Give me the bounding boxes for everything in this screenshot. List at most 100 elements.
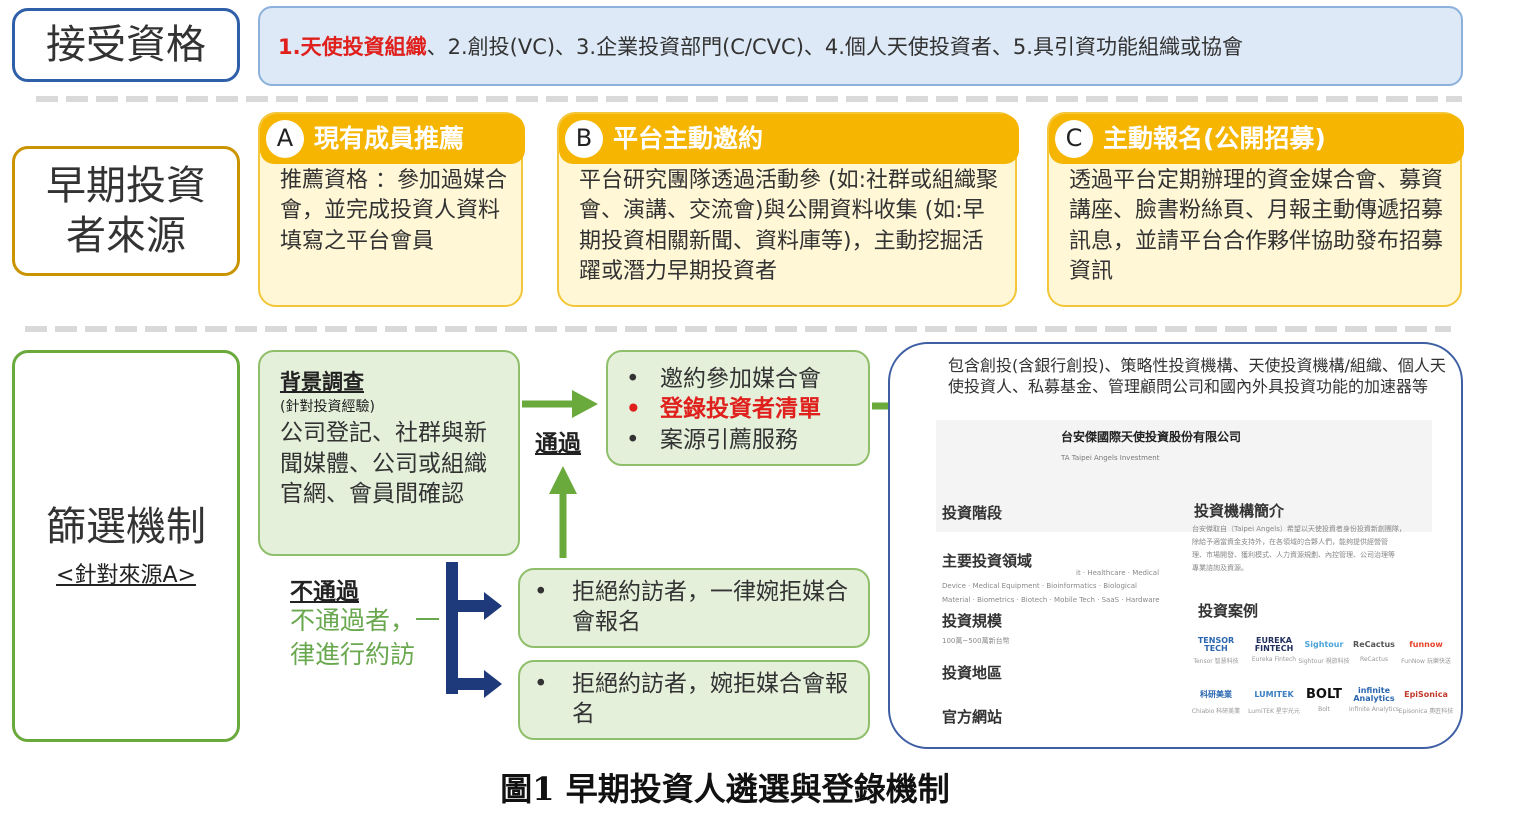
source-card-c-body: 透過平台定期辦理的資金媒合會、募資講座、臉書粉絲頁、月報主動傳遞招募訊息，並請平… <box>1069 168 1444 285</box>
pass-item-referral: • 案源引薦服務 <box>626 425 858 455</box>
company-name: 台安傑國際天使投資股份有限公司 <box>1061 430 1242 444</box>
source-card-b-header: B 平台主動邀約 <box>559 114 1019 164</box>
section-website: 官方網站 <box>942 708 1003 726</box>
pass-actions-box: • 邀約參加媒合會 •登錄投資者清單 • 案源引薦服務 <box>606 350 870 466</box>
profile-description: 包含創投(含銀行創投)、策略性投資機構、天使投資機構/組織、個人天使投資人、私募… <box>948 356 1446 396</box>
logo-tensor: TENSOR TECH <box>1188 632 1244 658</box>
pass-item-text: 邀約參加媒合會 <box>660 366 821 392</box>
field-detail-1: it · Healthcare · Medical <box>1076 569 1160 577</box>
field-detail-3: Material · Biometrics · Biotech · Mobile… <box>942 596 1160 604</box>
logo-caption: ReCactus <box>1359 656 1389 663</box>
source-card-b: B 平台主動邀約 平台研究團隊透過活動參 (如:社群或組織聚會、演講、交流會)與… <box>557 112 1019 307</box>
pass-right-arrow <box>522 390 598 418</box>
up-arrow <box>549 466 577 558</box>
logo-text: 科研美業 <box>1200 689 1232 699</box>
source-card-a: A 現有成員推薦 推薦資格 ：參加過媒合會，並完成投資人資料填寫之平台會員 <box>258 112 525 307</box>
logo-chiabio: 科研美業 <box>1188 682 1244 708</box>
scale-detail: 100萬~500萬新台幣 <box>942 637 1010 645</box>
logo-caption: Bolt <box>1318 706 1330 713</box>
reject-box-1: • 拒絕約訪者，一律婉拒媒合會報名 <box>518 568 870 648</box>
logo-caption: Episonica 奧匠科技 <box>1398 708 1454 715</box>
logo-recactus: ReCactus <box>1346 632 1402 658</box>
pass-label: 通過 <box>535 431 581 457</box>
source-card-b-title: 平台主動邀約 <box>613 123 764 153</box>
section-stage: 投資階段 <box>942 504 1003 522</box>
reject-2-text: 拒絕約訪者，婉拒媒合會報名 <box>572 671 848 727</box>
pass-item-text: 登錄投資者清單 <box>660 396 821 423</box>
section-region: 投資地區 <box>942 664 1003 682</box>
intro-text-2: 除給予適當資金支持外，在各領域的合夥人們，能夠提供經營管 <box>1192 538 1388 546</box>
source-card-c-title: 主動報名(公開招募) <box>1103 123 1326 153</box>
background-check-body: 公司登記、社群與新聞媒體、公司或組織官網、會員間確認 <box>280 420 487 508</box>
reject-1-text: 拒絕約訪者，一律婉拒媒合會報名 <box>572 579 848 635</box>
source-card-c: C 主動報名(公開招募) 透過平台定期辦理的資金媒合會、募資講座、臉書粉絲頁、月… <box>1047 112 1464 307</box>
intro-text-3: 理、市場開發、獲利模式、人力資源規劃、內控管理、公司治理等 <box>1192 551 1395 559</box>
source-label: 早期投資 者來源 <box>12 146 240 276</box>
source-label-line2: 者來源 <box>66 213 186 259</box>
fail-description: 不通過者，一律進行約訪 <box>290 606 441 669</box>
source-card-a-header: A 現有成員推薦 <box>260 114 525 164</box>
background-check-sub: (針對投資經驗) <box>280 399 375 415</box>
logo-caption: LumiTEK 星宇光元 <box>1248 708 1300 715</box>
logo-caption: Sightour 視旅科技 <box>1298 658 1350 665</box>
intro-text-1: 台安傑取自（Taipei Angels）希望以天使投資者身份投資新創團隊， <box>1192 525 1406 533</box>
logo-text: Sightour <box>1304 639 1344 649</box>
background-check-box: 背景調查 (針對投資經驗) 公司登記、社群與新聞媒體、公司或組織官網、會員間確認 <box>258 350 520 556</box>
logo-caption: Tensor 智慧科技 <box>1193 658 1239 665</box>
logo-text: TENSOR TECH <box>1197 635 1235 653</box>
logo-text: LUMITEK <box>1254 689 1294 699</box>
bullet: • <box>626 366 640 392</box>
logo-eureka: EUREKA FINTECH <box>1246 632 1302 658</box>
letter-a-badge: A <box>266 120 304 158</box>
fail-branch-arrow <box>446 562 502 698</box>
source-label-line1: 早期投資 <box>46 163 206 209</box>
logo-text: EpiSonica <box>1404 689 1448 699</box>
section-scale: 投資規模 <box>942 612 1003 630</box>
bullet: • <box>534 671 548 697</box>
section-intro: 投資機構簡介 <box>1194 502 1285 520</box>
logo-text: EUREKA FINTECH <box>1254 635 1294 653</box>
logo-caption: Infinite Analytics <box>1348 706 1400 713</box>
pass-item-register: •登錄投資者清單 <box>626 394 858 424</box>
source-card-b-body: 平台研究團隊透過活動參 (如:社群或組織聚會、演講、交流會)與公開資料收集 (如… <box>579 168 998 285</box>
letter-c-badge: C <box>1055 120 1093 158</box>
logo-bolt: BOLT <box>1296 682 1352 708</box>
letter-b-badge: B <box>565 120 603 158</box>
profile-header-card: 台安傑國際天使投資股份有限公司 TA Taipei Angels Investm… <box>936 420 1432 532</box>
logo-infinite: infinite Analytics <box>1346 682 1402 708</box>
company-name-en: TA Taipei Angels Investment <box>1061 454 1160 462</box>
logo-caption: Eureka Fintech <box>1251 656 1297 663</box>
eligibility-highlight: 1.天使投資組織 <box>278 35 427 59</box>
screening-label: 篩選機制 <針對來源A> <box>12 350 240 742</box>
reject-box-2: • 拒絕約訪者，婉拒媒合會報名 <box>518 660 870 740</box>
eligibility-rest: 、2.創投(VC)、3.企業投資部門(C/CVC)、4.個人天使投資者、5.具引… <box>426 35 1243 59</box>
source-card-a-title: 現有成員推薦 <box>314 123 465 153</box>
logo-caption: FunNow 玩樂快送 <box>1401 658 1451 665</box>
pass-item-text: 案源引薦服務 <box>660 426 798 453</box>
bullet: • <box>626 426 640 453</box>
screening-label-text: 篩選機制 <box>46 504 206 551</box>
background-check-title: 背景調查 <box>280 370 364 394</box>
logo-caption: Chiabio 科研美業 <box>1191 708 1241 715</box>
logo-text: funnow <box>1409 639 1443 649</box>
logo-text: BOLT <box>1306 687 1342 703</box>
screening-label-sub: <針對來源A> <box>56 563 196 589</box>
investor-profile-sample: 包含創投(含銀行創投)、策略性投資機構、天使投資機構/組織、個人天使投資人、私募… <box>888 342 1463 749</box>
eligibility-label-text: 接受資格 <box>46 22 206 68</box>
logo-text: infinite Analytics <box>1353 685 1395 703</box>
source-card-c-header: C 主動報名(公開招募) <box>1049 114 1464 164</box>
eligibility-list: 1.天使投資組織、2.創投(VC)、3.企業投資部門(C/CVC)、4.個人天使… <box>258 6 1463 86</box>
section-cases: 投資案例 <box>1198 602 1259 620</box>
logo-sightour: Sightour <box>1296 632 1352 658</box>
eligibility-label: 接受資格 <box>12 8 240 82</box>
pass-item-invite: • 邀約參加媒合會 <box>626 364 858 394</box>
intro-text-4: 專業諮詢及資源。 <box>1192 564 1248 572</box>
bullet: • <box>534 579 548 605</box>
section-field: 主要投資領域 <box>942 552 1033 570</box>
divider-1 <box>36 96 1462 102</box>
source-card-a-body: 推薦資格 ：參加過媒合會，並完成投資人資料填寫之平台會員 <box>280 168 507 254</box>
logo-episonica: EpiSonica <box>1398 682 1454 708</box>
logo-text: ReCactus <box>1353 639 1395 649</box>
fail-label: 不通過 <box>290 579 359 605</box>
